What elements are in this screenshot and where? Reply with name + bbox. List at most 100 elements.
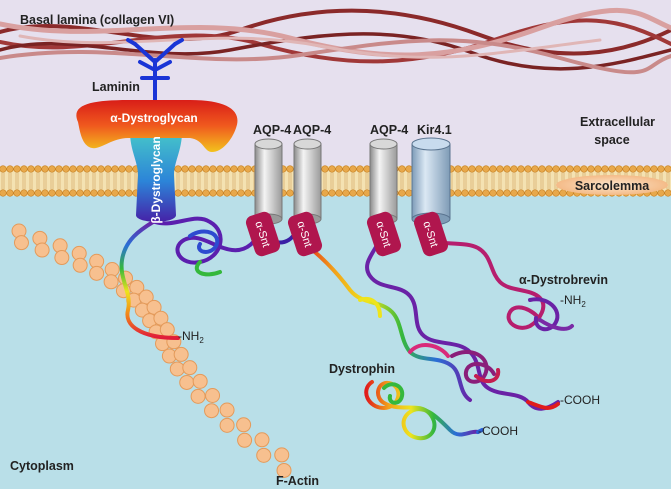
lipid-head xyxy=(230,165,238,173)
lipid-head xyxy=(20,165,28,173)
lipid-head xyxy=(27,189,35,197)
actin-bead xyxy=(237,432,253,448)
kir41-channel xyxy=(411,137,451,226)
lipid-head xyxy=(286,189,294,197)
lipid-head xyxy=(566,165,574,173)
lipid-head xyxy=(104,189,112,197)
lipid-head xyxy=(76,189,84,197)
lipid-head xyxy=(398,189,406,197)
lipid-tail xyxy=(323,172,327,189)
lipid-head xyxy=(482,165,490,173)
lipid-tail xyxy=(498,172,502,189)
actin-bead xyxy=(89,265,105,281)
lipid-tail xyxy=(225,172,229,189)
lipid-head xyxy=(538,165,546,173)
lipid-tail xyxy=(8,172,12,189)
lipid-tail xyxy=(470,172,474,189)
lipid-tail xyxy=(71,172,75,189)
lipid-tail xyxy=(127,172,131,189)
lipid-head xyxy=(496,189,504,197)
lipid-head xyxy=(6,189,14,197)
lipid-tail xyxy=(1,172,5,189)
alpha-snt-1: α-Snt xyxy=(245,211,281,257)
lipid-head xyxy=(83,189,91,197)
lipid-head xyxy=(97,189,105,197)
lipid-head xyxy=(454,189,462,197)
lipid-head xyxy=(587,165,595,173)
alpha-dystroglycan-label: α-Dystroglycan xyxy=(110,111,197,125)
f-actin-filament xyxy=(11,223,292,478)
lipid-tail xyxy=(22,172,26,189)
lipid-head xyxy=(468,165,476,173)
lipid-head xyxy=(657,189,665,197)
lipid-head xyxy=(111,165,119,173)
lipid-head xyxy=(349,189,357,197)
lipid-head xyxy=(545,165,553,173)
sarcolemma-label: Sarcolemma xyxy=(575,179,650,193)
actin-bead xyxy=(276,462,292,478)
lipid-tail xyxy=(134,172,138,189)
actin-bead xyxy=(219,417,235,433)
lipid-head xyxy=(13,165,21,173)
lipid-head xyxy=(202,189,210,197)
lipid-head xyxy=(517,189,525,197)
lipid-head xyxy=(13,189,21,197)
lipid-head xyxy=(363,189,371,197)
lipid-tail xyxy=(239,172,243,189)
lipid-head xyxy=(510,165,518,173)
lipid-head xyxy=(188,165,196,173)
lipid-head xyxy=(321,189,329,197)
lipid-head xyxy=(552,189,560,197)
lipid-head xyxy=(286,165,294,173)
lipid-tail xyxy=(463,172,467,189)
actin-bead xyxy=(219,402,235,418)
lipid-head xyxy=(48,189,56,197)
lipid-tail xyxy=(120,172,124,189)
lipid-head xyxy=(62,165,70,173)
lipid-tail xyxy=(526,172,530,189)
lipid-tail xyxy=(183,172,187,189)
laminin-label: Laminin xyxy=(92,80,140,94)
lipid-head xyxy=(188,189,196,197)
lipid-head xyxy=(573,165,581,173)
lipid-head xyxy=(531,189,539,197)
aqp4-label-1: AQP-4 xyxy=(253,123,291,137)
actin-bead xyxy=(274,447,290,463)
lipid-head xyxy=(475,189,483,197)
lipid-head xyxy=(216,189,224,197)
actin-bead xyxy=(54,250,70,266)
lipid-tail xyxy=(57,172,61,189)
lipid-head xyxy=(363,165,371,173)
lipid-tail xyxy=(190,172,194,189)
cytoplasm-label: Cytoplasm xyxy=(10,459,74,473)
lipid-head xyxy=(503,165,511,173)
lipid-tail xyxy=(407,172,411,189)
lipid-head xyxy=(125,165,133,173)
lipid-tail xyxy=(351,172,355,189)
collagen-fibers xyxy=(0,7,671,75)
lipid-tail xyxy=(99,172,103,189)
lipid-tail xyxy=(211,172,215,189)
lipid-head xyxy=(664,189,671,197)
lipid-head xyxy=(48,165,56,173)
lipid-tail xyxy=(540,172,544,189)
lipid-head xyxy=(356,189,364,197)
lipid-tail xyxy=(505,172,509,189)
actin-bead xyxy=(169,361,185,377)
extracellular-label-2: space xyxy=(594,133,629,147)
lipid-head xyxy=(90,165,98,173)
lipid-head xyxy=(545,189,553,197)
lipid-head xyxy=(118,189,126,197)
lipid-head xyxy=(601,165,609,173)
lipid-head xyxy=(55,189,63,197)
actin-bead xyxy=(205,388,221,404)
lipid-head xyxy=(237,165,245,173)
lipid-tail xyxy=(365,172,369,189)
lipid-head xyxy=(510,189,518,197)
lipid-head xyxy=(216,165,224,173)
lipid-tail xyxy=(337,172,341,189)
lipid-tail xyxy=(204,172,208,189)
lipid-head xyxy=(111,189,119,197)
lipid-tail xyxy=(92,172,96,189)
